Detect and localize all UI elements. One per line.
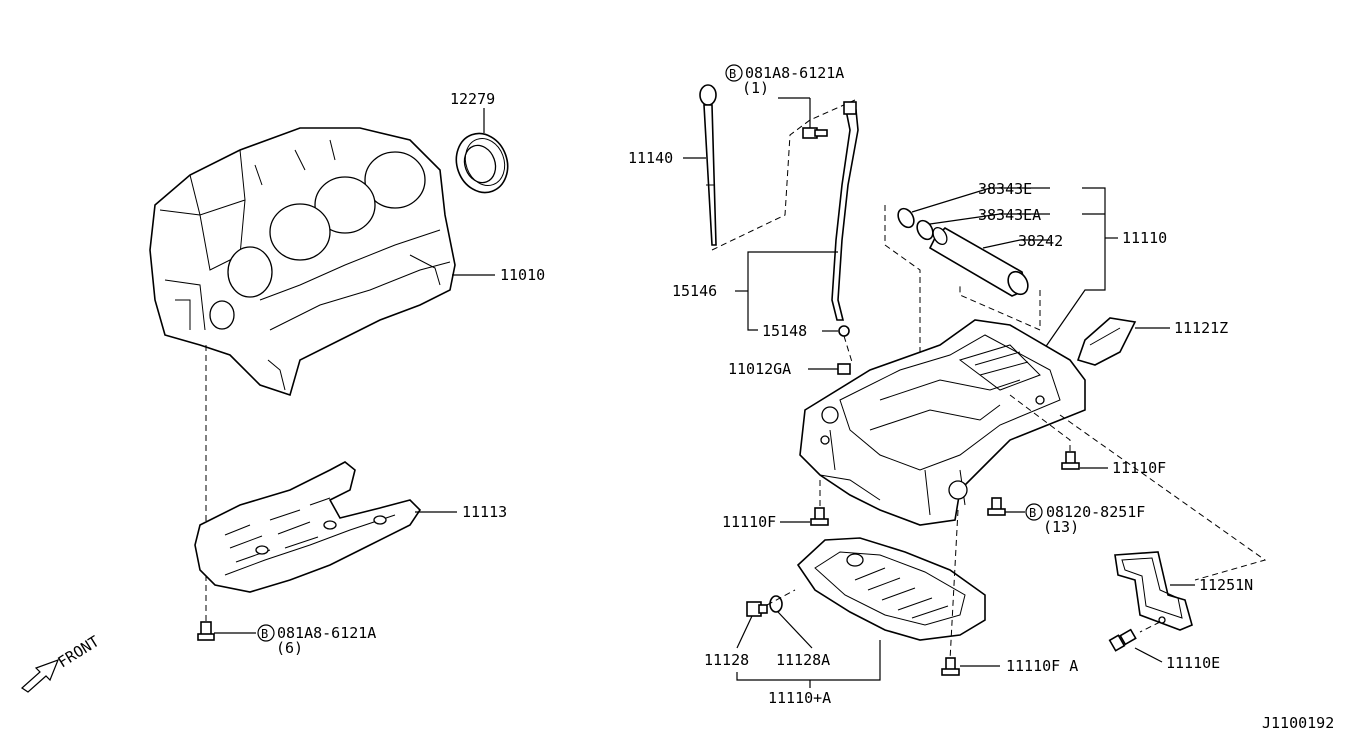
- label-08120-8251F: 08120-8251F: [1046, 503, 1145, 521]
- qty-08120-8251F: (13): [1043, 518, 1079, 536]
- label-12279: 12279: [450, 90, 495, 108]
- label-11251N: 11251N: [1199, 576, 1253, 594]
- bolt-08120-8251F: [987, 497, 1006, 516]
- diagram-id: J1100192: [1262, 714, 1334, 732]
- upper-oil-pan-illustration: [799, 319, 1086, 526]
- qty-081A8-6121A-upper: (1): [742, 79, 769, 97]
- label-11110F-left: 11110F: [722, 513, 776, 531]
- bolt-11110F-right: [1061, 451, 1080, 470]
- label-11121Z: 11121Z: [1174, 319, 1228, 337]
- drain-plug-11128: [746, 601, 768, 617]
- label-11140: 11140: [628, 149, 673, 167]
- bolt-upper-dipstick: [802, 127, 828, 139]
- label-081A8-6121A-lower: 081A8-6121A: [277, 624, 376, 642]
- bolt-11110F-left: [810, 507, 829, 526]
- qty-081A8-6121A-lower: (6): [276, 639, 303, 657]
- bolt-symbol-lower: B: [261, 627, 268, 641]
- oil-strainer-illustration: [1076, 317, 1137, 366]
- label-38242: 38242: [1018, 232, 1063, 250]
- front-label: FRONT: [55, 632, 103, 671]
- bolt-lower-left: [197, 621, 215, 641]
- lower-oil-pan-illustration: [796, 537, 986, 641]
- dipstick-guide-illustration: [831, 101, 859, 321]
- label-15148: 15148: [762, 322, 807, 340]
- bearing-beam-illustration: [194, 461, 422, 593]
- label-11128A: 11128A: [776, 651, 830, 669]
- dipstick-illustration: [699, 84, 717, 246]
- label-11110FA: 11110F A: [1006, 657, 1078, 675]
- label-11110A: 11110+A: [768, 689, 831, 707]
- label-11012GA: 11012GA: [728, 360, 791, 378]
- label-081A8-6121A-upper: 081A8-6121A: [745, 64, 844, 82]
- label-11110F-right: 11110F: [1112, 459, 1166, 477]
- label-38343E: 38343E: [978, 180, 1032, 198]
- label-11110E: 11110E: [1166, 654, 1220, 672]
- bolt-symbol-08120: B: [1029, 506, 1036, 520]
- label-15146: 15146: [672, 282, 717, 300]
- heat-shield-illustration: [1114, 551, 1193, 631]
- bolt-symbol-upper: B: [729, 67, 736, 81]
- bolt-11110FA: [941, 657, 960, 676]
- bolt-11110E: [1108, 628, 1137, 652]
- label-11128: 11128: [704, 651, 749, 669]
- engine-block-illustration: [149, 127, 456, 397]
- oil-tube-illustration: [928, 226, 1029, 297]
- label-11010: 11010: [500, 266, 545, 284]
- front-arrow-icon: [21, 658, 60, 693]
- label-11110: 11110: [1122, 229, 1167, 247]
- label-38343EA: 38343EA: [978, 206, 1041, 224]
- oil-seal-illustration: [455, 132, 509, 194]
- label-11113: 11113: [462, 503, 507, 521]
